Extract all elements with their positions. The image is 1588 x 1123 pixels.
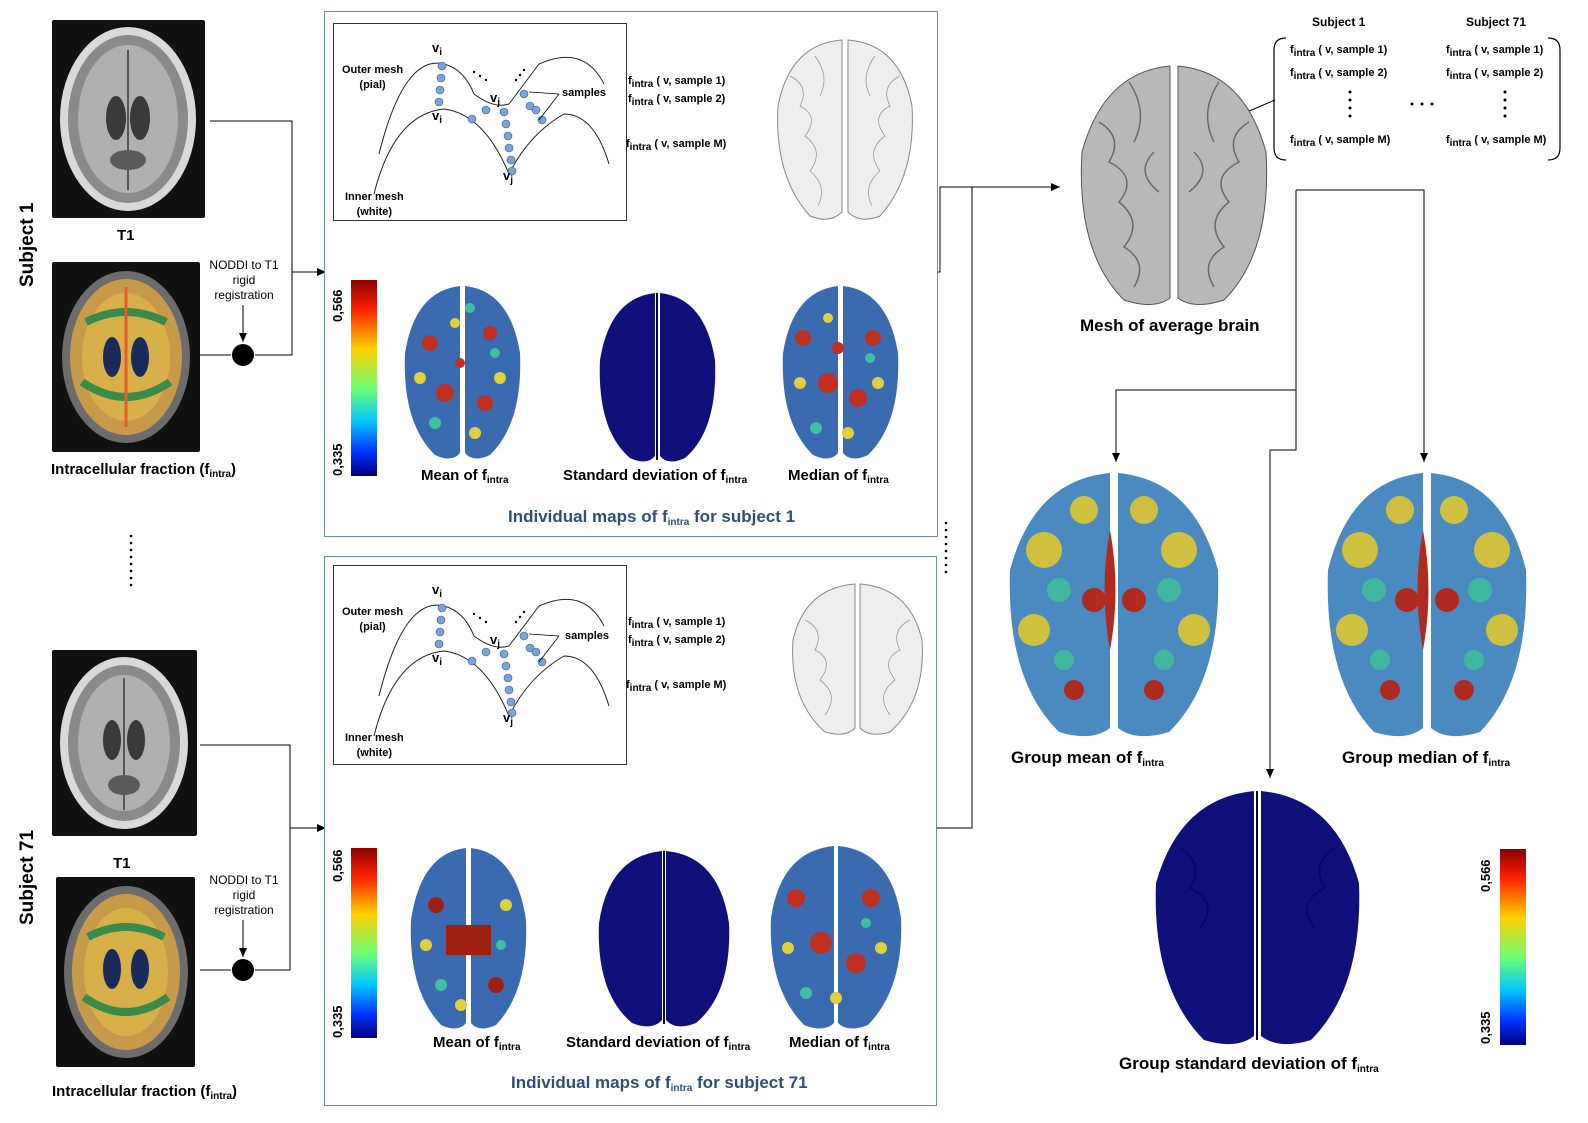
matrix-subject-1: Subject 1 [1312,15,1366,29]
matrix-s1-row1: fintra ( v, sample 1) [1290,44,1388,59]
group-mean-brain [1009,473,1219,737]
group-mean-label: Group mean of fintra [1011,748,1164,769]
colorbar-max-group: 0,566 [1478,859,1493,892]
mean-label-s1: Mean of fintra [421,467,509,486]
matrix-s71-row2: fintra ( v, sample 2) [1446,67,1544,82]
sample-2-s71: fintra ( v, sample 2) [628,634,726,649]
colorbar-group [1500,849,1526,1045]
t1-image-subject-71 [52,650,197,836]
fintra-label-subject-1: Intracellular fraction (fintra) [51,461,237,480]
colorbar-max-s71: 0,566 [330,849,345,882]
outer-mesh-label-s71: Outer mesh(pial) [342,606,404,633]
average-brain-mesh [1080,65,1268,305]
std-brain-s71 [598,851,730,1027]
sample-1-s1: fintra ( v, sample 1) [628,75,726,90]
caption-s1: Individual maps of fintra for subject 1 [508,507,796,528]
vj-mid-s71: vj [490,632,501,650]
fintra-label-subject-71: Intracellular fraction (fintra) [52,1083,238,1102]
samples-label-s1: samples [562,87,607,99]
matrix-s1-rowm: fintra ( v, sample M) [1290,134,1391,149]
median-brain-s71 [770,846,902,1029]
colorbar-s71 [351,848,377,1038]
vi-bottom-s71: vi [432,650,443,668]
vi-top-s1: vi [432,40,443,58]
vj-mid-s1: vj [490,90,501,108]
std-label-s1: Standard deviation of fintra [563,467,748,486]
median-label-s71: Median of fintra [789,1034,890,1053]
mesh-inset-subject-1 [333,23,627,221]
vi-top-s71: vi [432,582,443,600]
matrix-s1-row2: fintra ( v, sample 2) [1290,67,1388,82]
inner-mesh-label-s1: Inner mesh(white) [345,191,404,218]
sample-m-s1: fintra ( v, sample M) [626,138,727,153]
matrix-s71-rowm: fintra ( v, sample M) [1446,134,1547,149]
colorbar-min-s71: 0,335 [330,1005,345,1038]
median-label-s1: Median of fintra [788,467,889,486]
t1-label-subject-1: T1 [117,227,135,244]
outer-mesh-label-s1: Outer mesh(pial) [342,64,404,91]
sample-2-s1: fintra ( v, sample 2) [628,93,726,108]
sample-1-s71: fintra ( v, sample 1) [628,616,726,631]
t1-image-subject-1 [52,20,205,218]
mean-label-s71: Mean of fintra [433,1034,521,1053]
std-brain-s1 [599,293,716,462]
fintra-image-subject-71 [56,877,195,1067]
subject-71-label: Subject 71 [17,829,38,925]
mean-brain-s71 [410,848,527,1029]
mean-brain-s1 [404,286,521,459]
group-median-brain [1327,473,1527,737]
wireframe-brain-s71 [792,583,923,735]
matrix-s71-row1: fintra ( v, sample 1) [1446,44,1544,59]
matrix-subject-71: Subject 71 [1466,15,1527,29]
std-label-s71: Standard deviation of fintra [566,1034,751,1053]
colorbar-max-s1: 0,566 [330,289,345,322]
caption-s71: Individual maps of fintra for subject 71 [511,1073,808,1094]
group-std-label: Group standard deviation of fintra [1119,1054,1379,1075]
average-brain-label: Mesh of average brain [1080,316,1260,335]
subject-1-label: Subject 1 [17,202,38,287]
inner-mesh-label-s71: Inner mesh(white) [345,732,404,759]
fintra-image-subject-1 [52,262,200,452]
colorbar-s1 [351,280,377,476]
mesh-inset-subject-71 [333,565,627,765]
colorbar-min-group: 0,335 [1478,1011,1493,1044]
t1-label-subject-71: T1 [113,855,131,872]
vj-bottom-s71: vj [503,710,514,728]
median-brain-s1 [782,286,899,459]
sample-m-s71: fintra ( v, sample M) [626,679,727,694]
colorbar-min-s1: 0,335 [330,443,345,476]
group-median-label: Group median of fintra [1342,748,1511,769]
wireframe-brain-s1 [777,39,913,220]
group-std-brain [1155,791,1360,1045]
vj-bottom-s1: vj [503,168,514,186]
samples-label-s71: samples [565,630,610,642]
vi-bottom-s1: vi [432,108,443,126]
